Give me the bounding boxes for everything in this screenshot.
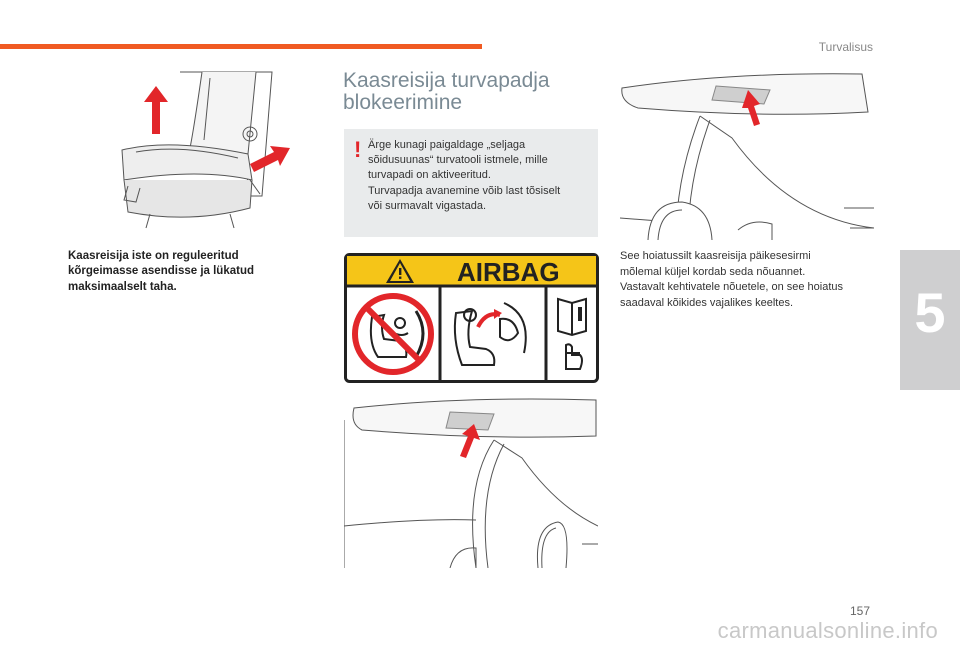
info-line: mõlemal küljel kordab seda nõuannet. <box>620 265 806 278</box>
warning-line: Turvapadja avanemine võib last tõsiselt <box>368 184 561 197</box>
info-line: Vastavalt kehtivatele nõuetele, on see h… <box>620 281 844 294</box>
airbag-warning-label: AIRBAG <box>344 253 599 383</box>
pointer-arrow-icon <box>460 424 480 458</box>
warning-mark: ! <box>354 137 362 162</box>
title-line-2: blokeerimine <box>343 91 463 115</box>
sun-visor-illustration <box>620 73 874 240</box>
seat-caption: Kaasreisija iste on reguleeritud kõrgeim… <box>68 250 255 293</box>
section-title: Turvalisus <box>818 40 873 54</box>
warning-line: sõidusuunas“ turvatooli istmele, mille <box>368 154 548 167</box>
warning-line: Ärge kunagi paigaldage „seljaga <box>368 139 526 151</box>
no-child-seat-icon <box>352 293 434 375</box>
chapter-number: 5 <box>914 281 946 344</box>
info-line: saadaval kõikides vajalikes keeltes. <box>620 296 794 309</box>
page-number: 157 <box>849 604 870 618</box>
manual-book-icon <box>557 297 587 370</box>
info-paragraph: See hoiatussilt kaasreisija päikesesirmi… <box>620 249 882 311</box>
warning-box: ! Ärge kunagi paigaldage „seljaga sõidus… <box>344 129 598 237</box>
chapter-tab: 5 <box>900 250 960 390</box>
info-line: See hoiatussilt kaasreisija päikesesirmi <box>620 250 811 262</box>
up-arrow-icon <box>144 86 168 134</box>
pointer-arrow-icon <box>742 90 760 126</box>
title-line-1: Kaasreisija turvapadja <box>343 69 550 92</box>
header-accent-bar <box>0 44 482 49</box>
seat-illustration <box>121 71 290 229</box>
warning-triangle-icon <box>386 259 414 283</box>
airbag-label-text: AIRBAG <box>457 257 560 287</box>
page-title: Kaasreisija turvapadja blokeerimine <box>343 69 603 115</box>
visor-airbag-label <box>445 411 495 431</box>
warning-line: või surmavalt vigastada. <box>368 199 486 212</box>
sun-visor-illustration <box>344 398 598 568</box>
watermark: carmanualsonline.info <box>717 618 938 643</box>
seat-airbag-icon <box>453 302 527 366</box>
warning-text: Ärge kunagi paigaldage „seljaga sõidusuu… <box>368 138 590 214</box>
warning-line: turvapadi on aktiveeritud. <box>368 169 491 182</box>
back-arrow-icon <box>250 146 290 172</box>
